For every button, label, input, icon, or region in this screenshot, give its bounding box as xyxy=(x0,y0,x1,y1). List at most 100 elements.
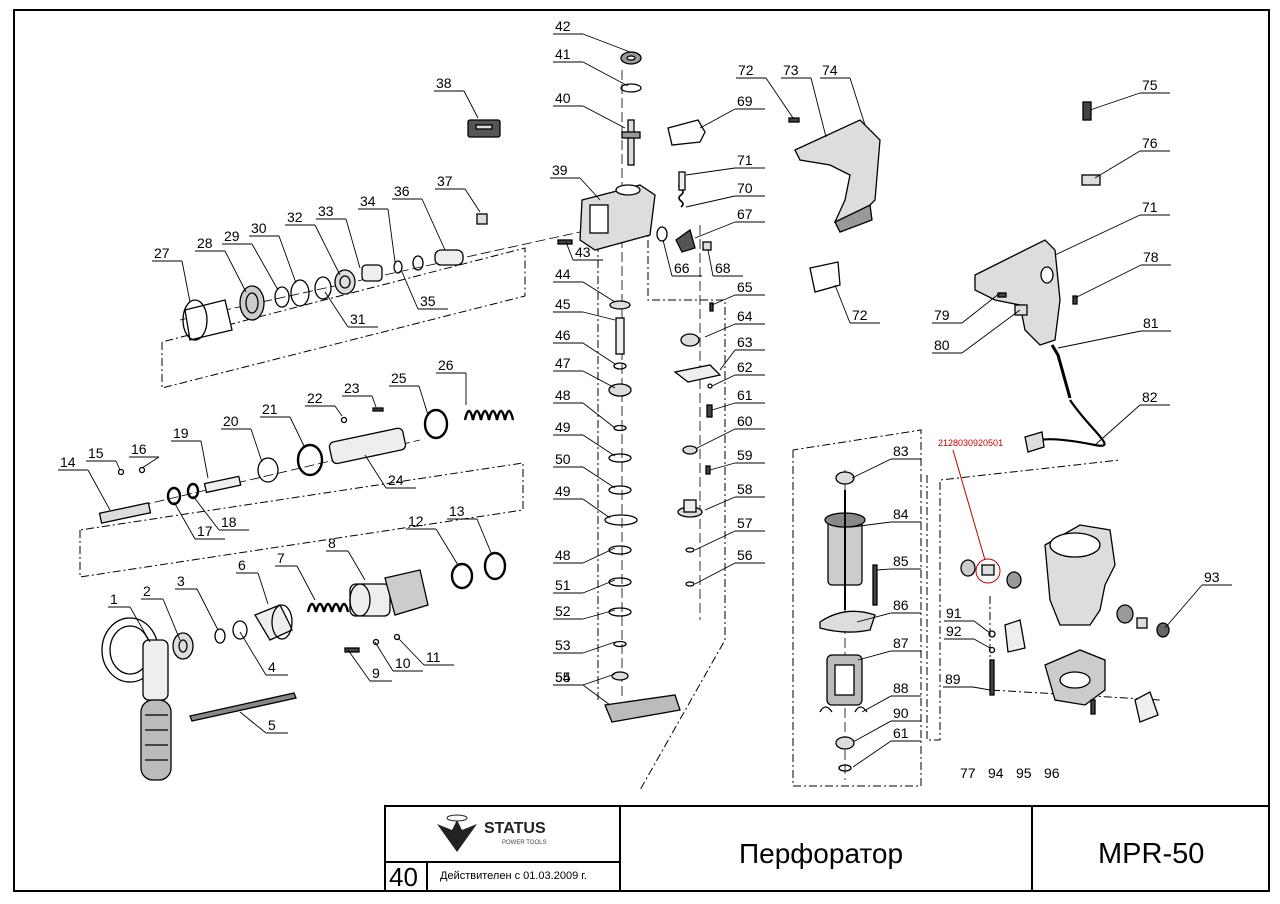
title-block-date-cell xyxy=(426,861,621,892)
side-handle-part xyxy=(101,617,172,781)
gear-part-28 xyxy=(239,285,265,321)
callout-leader xyxy=(834,284,851,324)
callout-number: 43 xyxy=(575,244,591,260)
callout-60: 60 xyxy=(696,413,765,449)
callout-94: 94 xyxy=(988,765,1004,781)
callout-number: 59 xyxy=(737,447,753,463)
group-outline-top xyxy=(161,247,526,389)
callout-leader xyxy=(852,740,892,768)
callout-83: 83 xyxy=(851,443,921,479)
callout-leader xyxy=(711,402,736,411)
callout-number: 58 xyxy=(737,481,753,497)
spring-part-7 xyxy=(306,602,350,613)
callout-61: 61 xyxy=(711,387,765,411)
callout-leader xyxy=(314,224,341,276)
callout-number: 47 xyxy=(555,355,571,371)
callout-leader xyxy=(250,428,263,463)
washer-part-48 xyxy=(608,453,632,463)
callout-6: 6 xyxy=(236,557,269,605)
callout-leader xyxy=(1094,150,1141,179)
callout-number: 62 xyxy=(737,359,753,375)
ring-part-12 xyxy=(450,562,474,590)
callout-number: 73 xyxy=(783,62,799,78)
cable-clamp-part-78 xyxy=(1014,304,1028,316)
callout-number: 81 xyxy=(1143,315,1159,331)
housing-half-part-73 xyxy=(794,119,881,233)
screw-part-71 xyxy=(788,117,800,123)
annotation-highlight xyxy=(952,449,1001,584)
callout-number: 93 xyxy=(1204,569,1220,585)
callout-96: 96 xyxy=(1044,765,1060,781)
callout-leader xyxy=(87,469,111,511)
capacitor-part-74 xyxy=(1082,101,1092,121)
wire-part-86 xyxy=(819,706,868,713)
callout-number: 22 xyxy=(307,390,323,406)
callout-leader xyxy=(582,466,616,489)
bearing-part-81 xyxy=(835,471,855,485)
callout-number: 9 xyxy=(372,665,380,681)
callout-number: 44 xyxy=(555,266,571,282)
tool-holder-part-14 xyxy=(98,502,152,524)
callout-leader xyxy=(852,720,892,743)
callout-number: 16 xyxy=(131,441,147,457)
callout-leader xyxy=(371,395,377,408)
callout-number: 23 xyxy=(344,380,360,396)
ring-part-65 xyxy=(656,226,668,242)
callout-number: 29 xyxy=(224,228,240,244)
callout-leader xyxy=(709,462,736,471)
callout-leader xyxy=(810,77,827,138)
gear-housing-part-38 xyxy=(579,184,656,251)
callout-26: 26 xyxy=(436,357,467,405)
callout-number: 63 xyxy=(737,334,753,350)
callout-38: 38 xyxy=(434,75,479,119)
ring-part-34b xyxy=(412,255,424,271)
callout-number: 33 xyxy=(318,203,334,219)
callout-number: 92 xyxy=(946,623,962,639)
cable-guard-part-79 xyxy=(1050,344,1072,399)
washer-part-90 xyxy=(988,630,996,638)
callout-53: 53 xyxy=(553,637,616,654)
callout-number: 21 xyxy=(262,401,278,417)
armature-part-82 xyxy=(824,490,866,610)
bushing-part-33 xyxy=(361,264,383,282)
callout-leader xyxy=(972,686,991,691)
callout-leader xyxy=(239,711,267,734)
callout-72: 72 xyxy=(834,284,880,324)
callout-67: 67 xyxy=(694,206,765,239)
model-number: MPR-50 xyxy=(1098,838,1205,870)
ring-part-25 xyxy=(423,408,449,440)
callout-leader xyxy=(1089,92,1141,111)
stator-part-85 xyxy=(826,654,863,706)
barrel-part-8 xyxy=(349,569,429,617)
callout-leader xyxy=(1057,330,1142,349)
callout-number: 88 xyxy=(893,680,909,696)
callout-leader xyxy=(278,235,297,284)
callout-2: 2 xyxy=(141,583,181,641)
callout-leader xyxy=(141,456,160,469)
callout-number: 61 xyxy=(737,387,753,403)
washer-part-49b xyxy=(608,545,632,555)
callout-number: 49 xyxy=(555,483,571,499)
callout-number: 35 xyxy=(420,293,436,309)
callout-leader xyxy=(582,61,629,87)
callout-74: 74 xyxy=(820,62,866,126)
callout-leader xyxy=(973,638,991,649)
callout-number: 65 xyxy=(737,279,753,295)
callout-49: 49 xyxy=(553,419,616,457)
callout-number: 18 xyxy=(221,514,237,530)
callout-25: 25 xyxy=(389,370,429,416)
callout-leader xyxy=(973,620,991,634)
callout-number: 14 xyxy=(60,454,76,470)
ring-part-55 xyxy=(685,581,695,587)
ring-part-20 xyxy=(257,457,279,483)
sleeve-part-27 xyxy=(182,299,233,341)
callout-68: 68 xyxy=(707,249,743,277)
callout-leader xyxy=(857,650,892,661)
bearing-part-2 xyxy=(172,632,194,660)
callout-number: 48 xyxy=(555,547,571,563)
annotation-tag: 2128030920501 xyxy=(938,438,1003,448)
callout-7: 7 xyxy=(275,550,316,601)
callout-leader xyxy=(582,342,616,365)
callout-leader xyxy=(173,501,196,540)
